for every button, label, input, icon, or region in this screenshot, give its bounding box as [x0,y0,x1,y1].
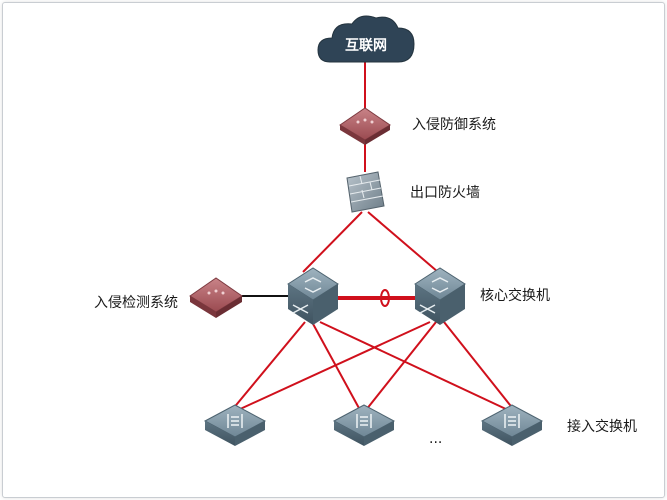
access-switch-ellipsis: ... [429,431,442,447]
core-switch-right-icon [414,267,466,325]
link-core-r-access-1 [237,321,431,411]
link-core-l-access-3 [319,321,509,411]
link-aggregation-icon [380,289,390,307]
access-switch-1-icon [203,404,267,446]
link-core-r-access-2 [365,321,437,411]
internet-label: 互联网 [345,38,387,54]
firewall-icon [346,171,385,213]
ips-security-appliance-icon [339,107,391,145]
links [231,62,515,411]
link-core-r-access-3 [443,321,515,411]
access-switch-2-icon [332,404,396,446]
core-switch-label: 核心交换机 [480,287,550,304]
link-firewall-core-left [302,211,363,273]
link-core-l-access-1 [231,321,306,411]
link-firewall-core-right [367,211,439,273]
internet-cloud-icon: 互联网 [317,15,415,63]
access-switch-3-icon [480,404,544,446]
access-switch-label: 接入交换机 [567,418,637,435]
core-switch-left-icon [287,267,339,325]
ips-label: 入侵防御系统 [412,116,496,133]
ids-security-appliance-icon [189,277,243,318]
ids-label: 入侵检测系统 [94,294,178,311]
firewall-label: 出口防火墙 [410,185,480,201]
